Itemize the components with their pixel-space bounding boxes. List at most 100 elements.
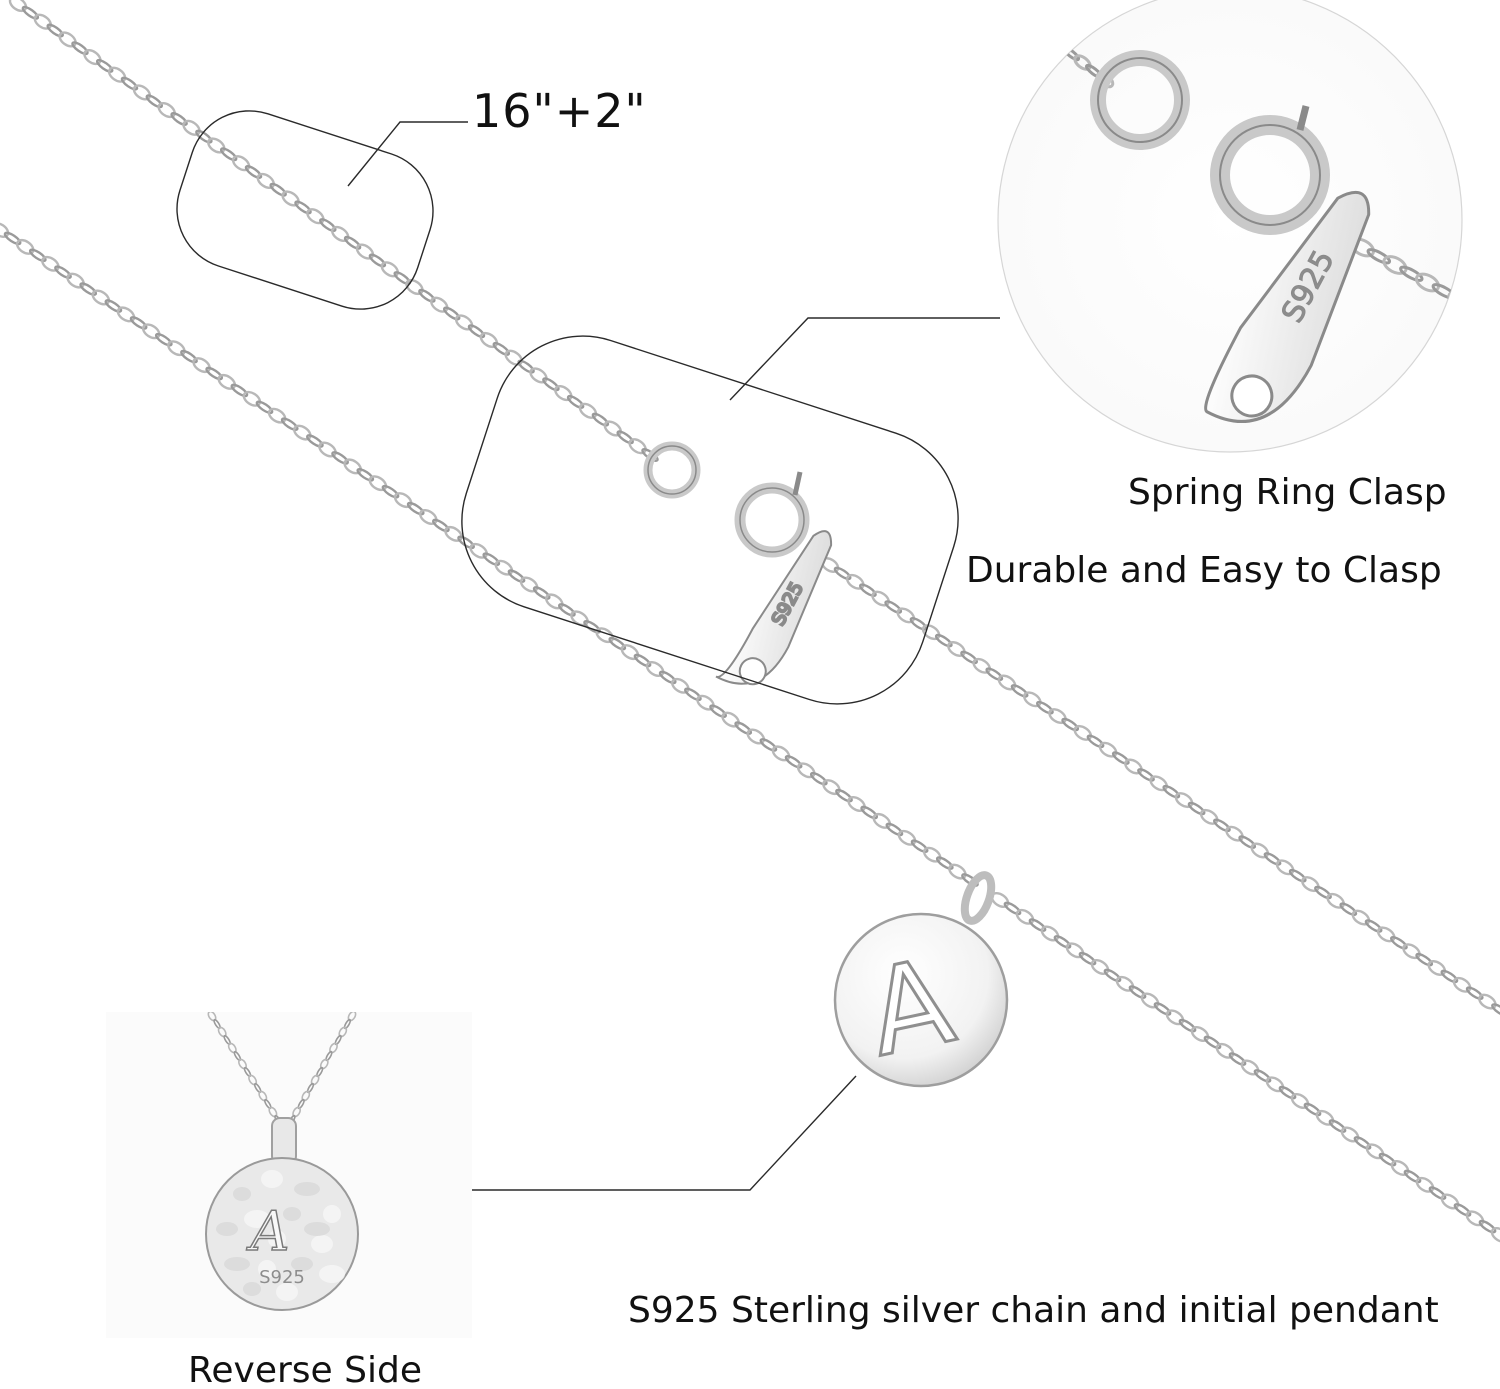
chain-link [620, 644, 640, 661]
chain-link [170, 112, 188, 126]
chain-link [1303, 1102, 1322, 1117]
chain-link [1382, 255, 1408, 275]
chain-link [1036, 700, 1054, 715]
length-callout-box [176, 110, 434, 310]
chain-link [1053, 935, 1072, 949]
chain-link [256, 172, 275, 189]
chain-link [658, 670, 677, 685]
chain-link [8, 0, 28, 13]
chain-link [1278, 1085, 1297, 1100]
chain-link [504, 349, 523, 366]
chain-link [1137, 768, 1155, 782]
chain-link [318, 441, 337, 458]
chain-link [759, 738, 778, 752]
chain-link [721, 711, 740, 728]
chain-link [1250, 842, 1270, 859]
chain-link [1351, 909, 1371, 926]
chain-link [1376, 926, 1396, 943]
material-label: S925 Sterling silver chain and initial p… [628, 1290, 1439, 1331]
chain-link [554, 385, 573, 402]
chain-link [0, 222, 10, 238]
chain-link [1314, 885, 1332, 900]
chain-link [1403, 1169, 1422, 1184]
chain-link [1491, 1003, 1500, 1017]
chain-link [368, 253, 387, 268]
chain-link [405, 278, 424, 296]
length-callout [176, 110, 468, 310]
chain-link [207, 137, 226, 154]
chain-link [294, 200, 312, 215]
chain-link [132, 84, 152, 101]
chain-link [479, 331, 499, 349]
chain-link [230, 383, 249, 398]
hammer-dent [224, 1257, 250, 1271]
chain-link [343, 458, 362, 475]
chain-link [784, 754, 803, 769]
chain-link [1090, 959, 1110, 975]
chain-link [454, 314, 474, 331]
chain-link [104, 299, 123, 313]
chain-link [1452, 976, 1472, 993]
pendant-disc [833, 912, 1009, 1088]
chain-link [1465, 986, 1484, 1000]
chain-link [41, 255, 60, 272]
reverse-side-photo: A S925 [106, 1012, 472, 1338]
chain-link [1326, 892, 1345, 909]
chain-link [255, 400, 274, 415]
chain-link [419, 509, 438, 525]
chain-link [633, 653, 652, 668]
hammer-dent [311, 1235, 333, 1253]
chain-link [492, 341, 511, 356]
chain-link [684, 687, 702, 702]
chain-link [822, 779, 841, 796]
chain-link [1203, 1035, 1222, 1050]
chain-link [306, 208, 325, 225]
hammer-dent [244, 1210, 270, 1228]
chain-link [1028, 918, 1047, 932]
chain-link [1440, 1193, 1460, 1210]
chain-link [1015, 908, 1035, 925]
chain-link [91, 289, 111, 306]
chain-link [355, 243, 375, 260]
chain-link [331, 225, 350, 242]
chain-link [1447, 290, 1462, 310]
chain-link [269, 182, 287, 197]
chain-link [205, 366, 224, 381]
pendant-bail [960, 871, 996, 925]
chain-link [1478, 1219, 1497, 1234]
clasp-callout-line [729, 317, 1000, 401]
chain-link [885, 822, 904, 837]
chain-link [280, 417, 299, 432]
chain-link [1290, 1093, 1310, 1109]
chain-link [54, 265, 72, 280]
clasp-callout [461, 317, 1000, 705]
chain-link [997, 674, 1017, 691]
chain-link [709, 704, 727, 719]
chain-link [519, 576, 539, 593]
clasp-zoom-view: S925 [997, 0, 1463, 453]
chain-link [58, 31, 77, 48]
chain-link [1078, 951, 1097, 966]
chain-link [1187, 801, 1206, 816]
chain-link [244, 165, 263, 179]
chain-link [558, 603, 576, 617]
chain-link [66, 272, 85, 289]
chain-link [219, 147, 238, 162]
hammer-dent [323, 1205, 341, 1223]
hammer-dent [294, 1182, 320, 1196]
chain-link [1415, 952, 1434, 967]
chain-link [444, 525, 463, 542]
chain-link [696, 694, 715, 711]
chain-link [95, 58, 114, 73]
chain-link [418, 288, 436, 303]
chain-link [1328, 1119, 1347, 1133]
hammer-dent [261, 1170, 283, 1188]
chain-link [921, 624, 941, 641]
chain-link [129, 316, 148, 330]
hammer-dent [291, 1257, 313, 1271]
chain-link [83, 49, 102, 66]
chain-link [909, 617, 928, 631]
chain-link [231, 155, 251, 172]
chain-link [961, 873, 979, 887]
chain-link [532, 586, 551, 600]
